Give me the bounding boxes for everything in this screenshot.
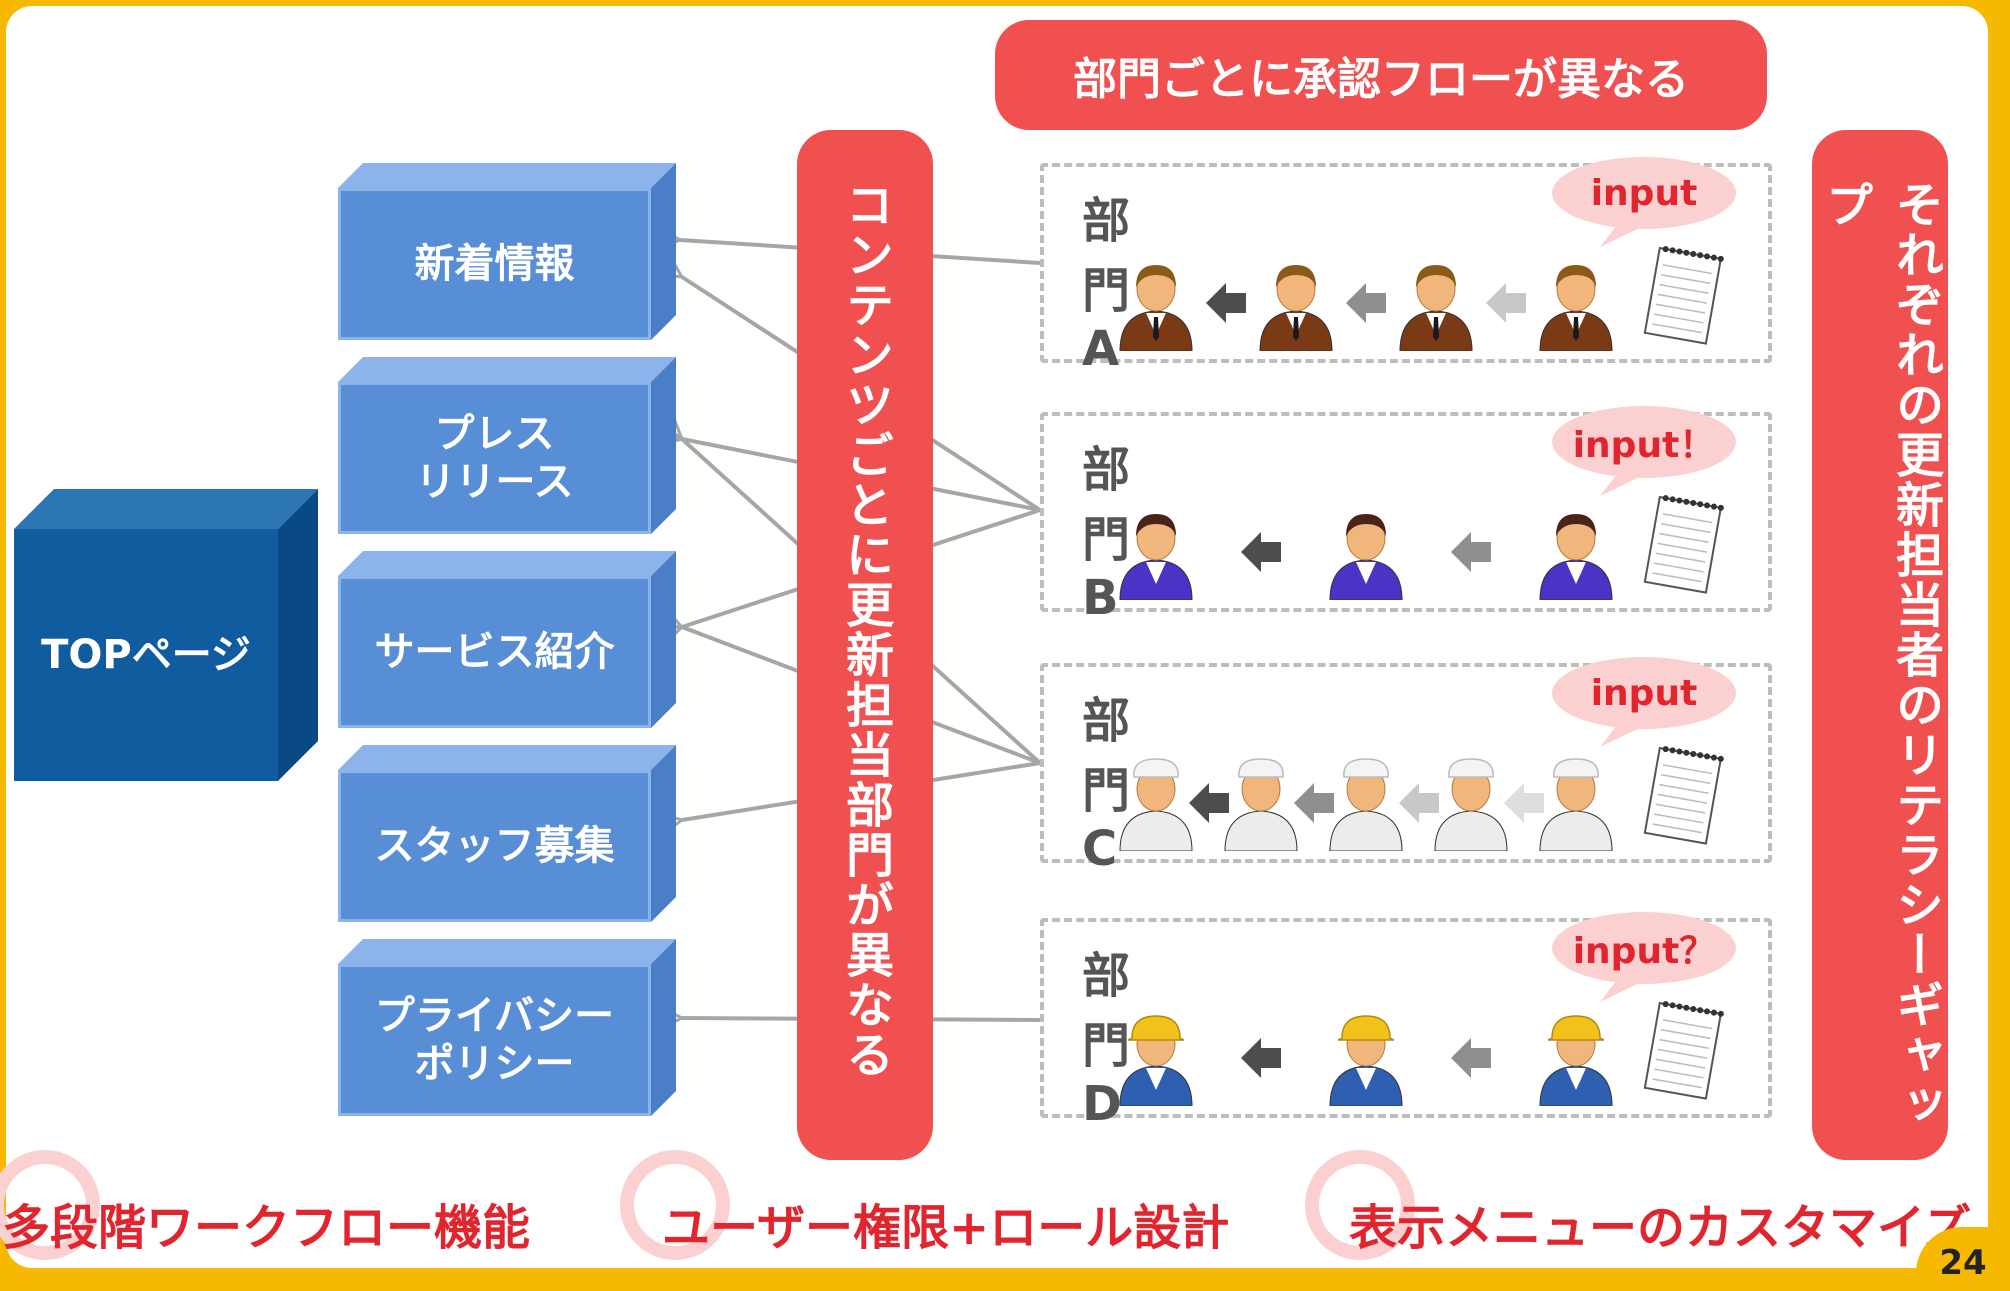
approval-flow-text: 部門ごとに承認フローが異なる <box>1073 54 1689 105</box>
input-bubble-text: input <box>1590 172 1698 214</box>
left-arrow-icon <box>1395 779 1443 831</box>
left-arrow-icon <box>1237 1034 1285 1086</box>
dept-a-panel <box>1040 163 1772 363</box>
content-dept-pill: コンテンツごとに更新担当部門が異なる <box>797 130 933 1160</box>
woman-person-icon <box>1114 504 1198 604</box>
dept-b-panel <box>1040 412 1772 612</box>
input-speech-bubble: input <box>1550 655 1738 747</box>
top-page-box-depth <box>14 489 318 781</box>
content-box-privacy: プライバシー ポリシー <box>338 939 676 1116</box>
top-page-label: TOPページ <box>14 529 278 781</box>
left-arrow-icon <box>1500 779 1548 831</box>
chef-person-icon <box>1534 755 1618 855</box>
input-bubble-text: input！ <box>1572 425 1716 466</box>
approval-flow-header: 部門ごとに承認フローが異なる <box>995 20 1767 130</box>
content-label-privacy: プライバシー ポリシー <box>338 964 651 1116</box>
dept-label: 部門D <box>1082 948 1131 1132</box>
woman-person-icon <box>1534 504 1618 604</box>
chef-person-icon <box>1219 755 1303 855</box>
notepad-icon <box>1640 243 1728 351</box>
dept-d-panel <box>1040 918 1772 1118</box>
content-label-service: サービス紹介 <box>338 576 651 728</box>
businessman-person-icon <box>1114 255 1198 355</box>
top-page-box: TOPページ <box>14 489 318 781</box>
content-label-news: 新着情報 <box>338 188 651 340</box>
input-speech-bubble: input！ <box>1550 404 1738 496</box>
worker-person-icon <box>1534 1010 1618 1110</box>
left-arrow-icon <box>1447 1034 1495 1086</box>
content-box-press: プレス リリース <box>338 357 676 534</box>
left-arrow-icon <box>1290 779 1338 831</box>
content-label-press: プレス リリース <box>338 382 651 534</box>
notepad-icon <box>1640 492 1728 600</box>
dept-c-panel <box>1040 663 1772 863</box>
worker-person-icon <box>1114 1010 1198 1110</box>
content-box-news: 新着情報 <box>338 163 676 340</box>
content-label-staff: スタッフ募集 <box>338 770 651 922</box>
dept-label: 部門A <box>1082 193 1131 377</box>
businessman-person-icon <box>1394 255 1478 355</box>
dept-label: 部門B <box>1082 442 1131 626</box>
woman-person-icon <box>1324 504 1408 604</box>
input-bubble-text: input？ <box>1572 931 1716 972</box>
feature-menu-label: 表示メニューのカスタマイズ <box>1349 1200 1972 1256</box>
notepad-icon <box>1640 743 1728 851</box>
content-box-service: サービス紹介 <box>338 551 676 728</box>
page-number: 24 <box>1916 1227 2010 1291</box>
chef-person-icon <box>1429 755 1513 855</box>
literacy-gap-text: それぞれの更新担当者のリテラシーギャップ <box>1817 180 1943 1130</box>
left-arrow-icon <box>1185 779 1233 831</box>
input-speech-bubble: input？ <box>1550 910 1738 1002</box>
content-box-staff: スタッフ募集 <box>338 745 676 922</box>
left-arrow-icon <box>1237 528 1285 580</box>
dept-label: 部門C <box>1082 693 1131 877</box>
feature-workflow-label: 多段階ワークフロー機能 <box>2 1200 531 1256</box>
chef-person-icon <box>1324 755 1408 855</box>
input-bubble-text: input <box>1590 672 1698 714</box>
literacy-gap-pill: それぞれの更新担当者のリテラシーギャップ <box>1812 130 1948 1160</box>
left-arrow-icon <box>1447 528 1495 580</box>
notepad-icon <box>1640 998 1728 1106</box>
worker-person-icon <box>1324 1010 1408 1110</box>
businessman-person-icon <box>1254 255 1338 355</box>
input-speech-bubble: input <box>1550 155 1738 247</box>
businessman-person-icon <box>1534 255 1618 355</box>
left-arrow-icon <box>1202 279 1250 331</box>
feature-permissions-label: ユーザー権限+ロール設計 <box>662 1200 1230 1256</box>
left-arrow-icon <box>1482 279 1530 331</box>
content-dept-text: コンテンツごとに更新担当部門が異なる <box>837 180 893 1080</box>
chef-person-icon <box>1114 755 1198 855</box>
left-arrow-icon <box>1342 279 1390 331</box>
